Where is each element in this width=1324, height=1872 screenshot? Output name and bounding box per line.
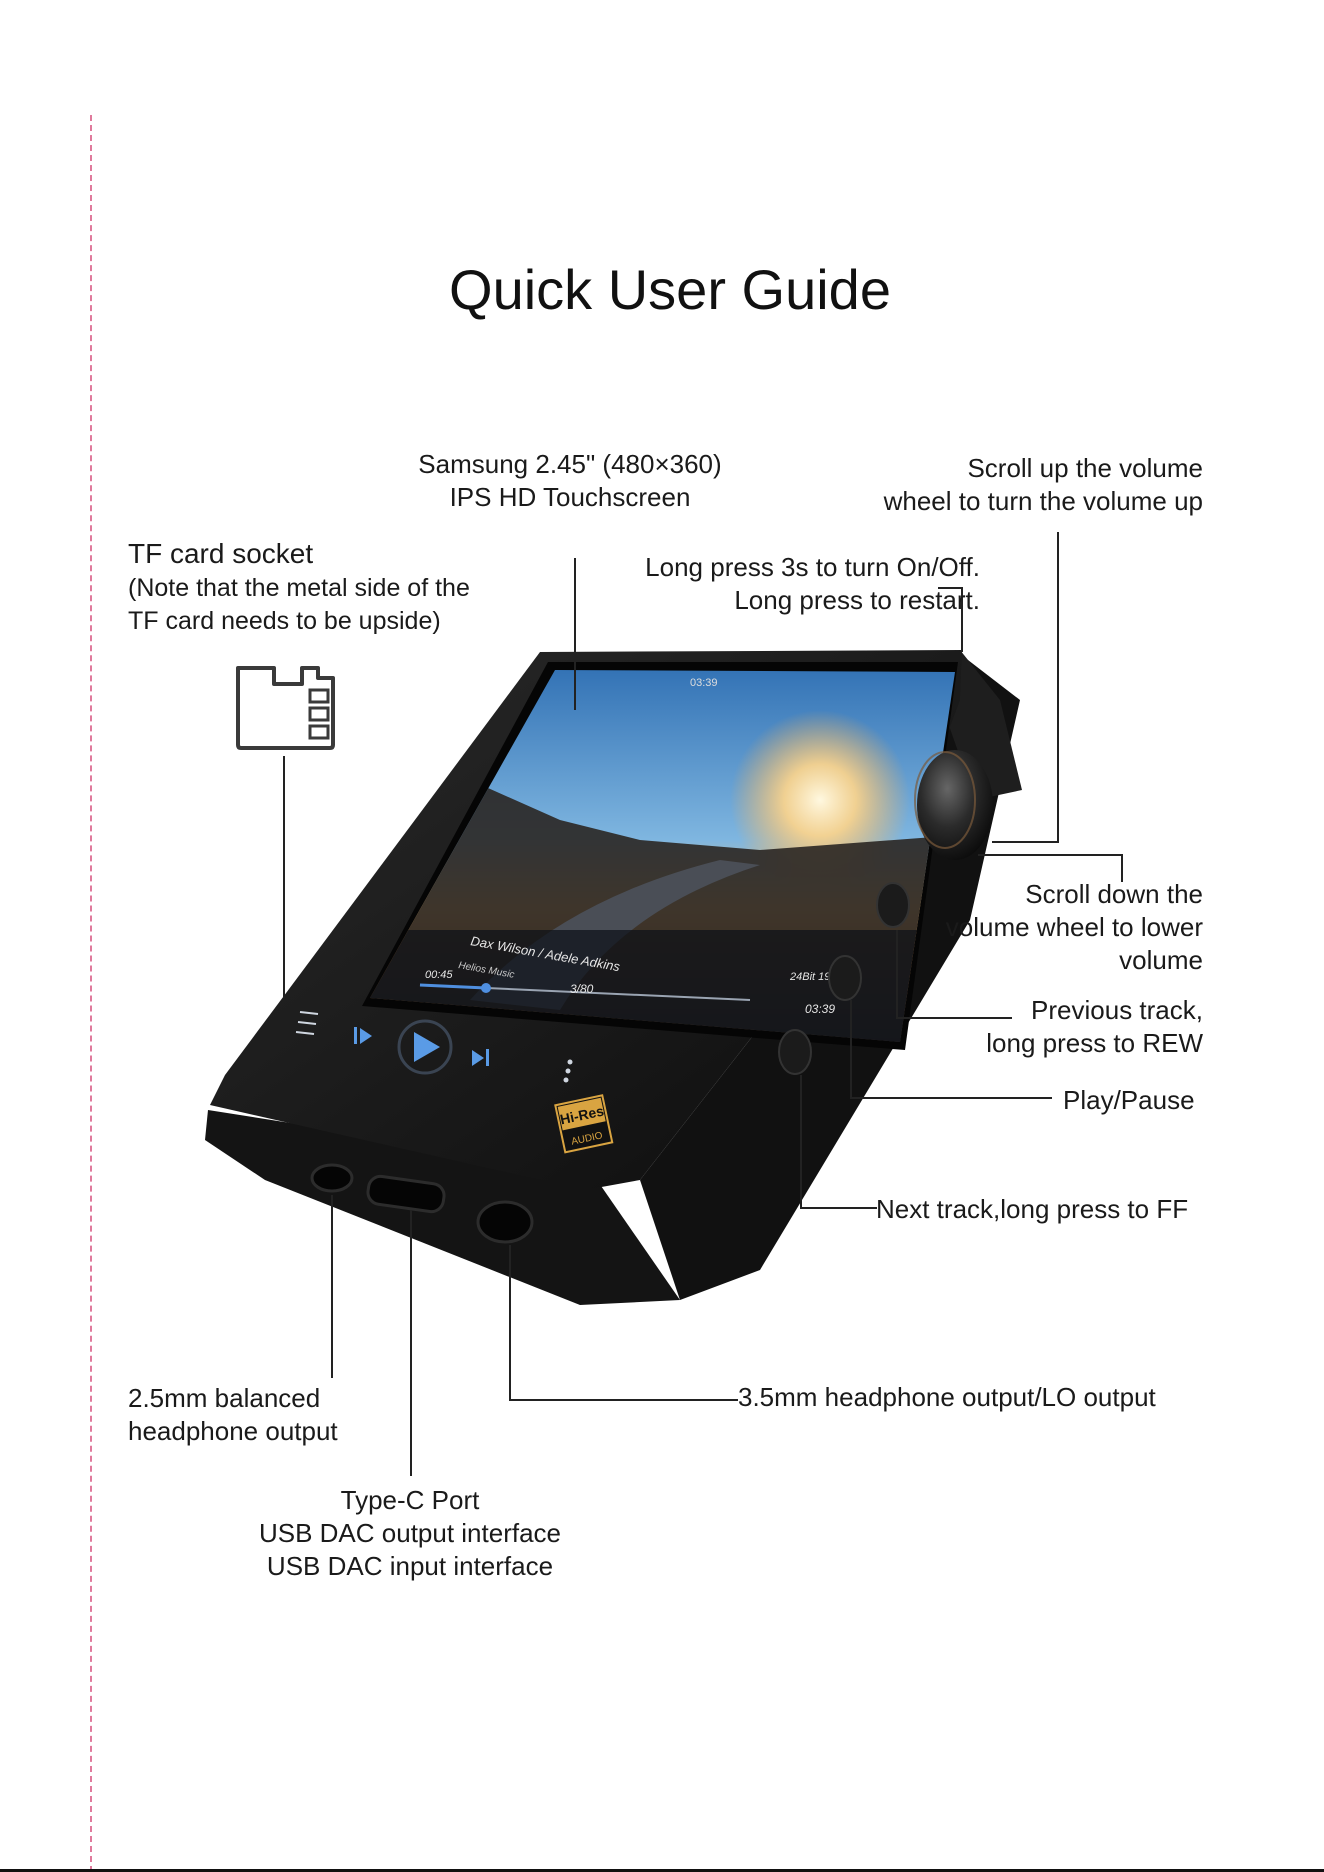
label-tf-note: (Note that the metal side of the TF card… bbox=[128, 574, 470, 635]
label-tf-heading: TF card socket bbox=[128, 538, 314, 569]
port-2-5mm bbox=[310, 1163, 354, 1193]
port-type-c bbox=[366, 1174, 446, 1214]
progress-handle[interactable] bbox=[481, 983, 491, 993]
label-volume-down: Scroll down the volume wheel to lower vo… bbox=[945, 879, 1203, 975]
next-icon[interactable] bbox=[472, 1049, 489, 1066]
side-button-play[interactable] bbox=[828, 955, 862, 1001]
progress-fill bbox=[419, 983, 487, 990]
label-type-c: Type-C Port USB DAC output interface USB… bbox=[258, 1485, 562, 1581]
volume-wheel[interactable] bbox=[917, 750, 993, 860]
label-volume-up: Scroll up the volume wheel to turn the v… bbox=[883, 453, 1203, 516]
tf-card-contact-2 bbox=[308, 706, 330, 722]
track-duration: 03:39 bbox=[805, 1002, 835, 1016]
page-title: Quick User Guide bbox=[449, 258, 891, 321]
status-clock: 03:39 bbox=[690, 677, 718, 689]
leader-vol-down bbox=[978, 854, 1123, 882]
label-balanced-output: 2.5mm balanced headphone output bbox=[128, 1383, 338, 1446]
play-icon[interactable] bbox=[414, 1032, 440, 1062]
margin-fold-line bbox=[90, 115, 92, 1872]
device-bottom-face bbox=[205, 1110, 680, 1305]
label-play-pause: Play/Pause bbox=[1063, 1085, 1195, 1115]
leader-play bbox=[850, 1000, 1052, 1099]
side-button-prev[interactable] bbox=[876, 882, 910, 928]
label-headphone-output: 3.5mm headphone output/LO output bbox=[738, 1382, 1156, 1412]
more-icon[interactable] bbox=[563, 1059, 573, 1083]
elapsed-time: 00:45 bbox=[425, 969, 453, 981]
leader-power bbox=[938, 587, 963, 652]
leader-next bbox=[800, 1075, 877, 1209]
leader-vol-up bbox=[992, 532, 1059, 843]
label-next-track: Next track,long press to FF bbox=[876, 1194, 1189, 1224]
volume-wheel-rim bbox=[914, 751, 976, 849]
bottom-rule bbox=[0, 1869, 1324, 1872]
label-previous-track: Previous track, long press to REW bbox=[986, 995, 1203, 1058]
prev-icon[interactable] bbox=[354, 1027, 372, 1044]
leader-prev bbox=[896, 930, 1012, 1019]
player-screen bbox=[370, 670, 955, 1042]
port-3-5mm bbox=[476, 1200, 534, 1244]
label-screen: Samsung 2.45" (480×360) IPS HD Touchscre… bbox=[418, 449, 722, 512]
menu-icon[interactable] bbox=[295, 1011, 319, 1035]
label-power: Long press 3s to turn On/Off. Long press… bbox=[645, 552, 980, 615]
tf-card-contact-1 bbox=[308, 688, 330, 704]
leader-headphone bbox=[509, 1245, 738, 1401]
tf-card-icon bbox=[236, 666, 335, 750]
track-position: 3/80 bbox=[570, 982, 594, 996]
tf-card-contact-3 bbox=[308, 724, 330, 740]
play-button-ring[interactable] bbox=[397, 1019, 453, 1075]
side-button-next[interactable] bbox=[778, 1029, 812, 1075]
hi-res-badge: Hi-Res AUDIO bbox=[554, 1094, 614, 1154]
